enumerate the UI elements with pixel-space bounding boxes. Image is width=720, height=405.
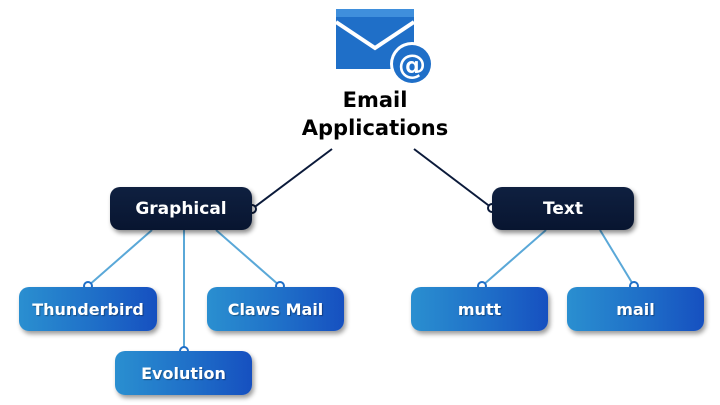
email-at-icon: @ — [334, 9, 434, 86]
leaf-mutt[interactable]: mutt — [411, 287, 548, 331]
root-title-line1: Email — [342, 88, 408, 112]
category-graphical[interactable]: Graphical — [110, 187, 252, 230]
connector-text-mutt — [481, 229, 547, 287]
svg-text:@: @ — [398, 48, 426, 81]
connector-graphical-claws — [215, 229, 281, 287]
root-title-line2: Applications — [301, 116, 449, 140]
connector-root-graphical — [251, 148, 333, 210]
leaf-evolution[interactable]: Evolution — [115, 351, 252, 395]
connector-graphical-thunderbird — [87, 229, 153, 287]
root-title: Email Applications — [270, 86, 480, 142]
connector-root-text — [413, 148, 493, 209]
leaf-thunderbird[interactable]: Thunderbird — [19, 287, 157, 331]
category-text[interactable]: Text — [492, 187, 634, 230]
leaf-mail[interactable]: mail — [567, 287, 704, 331]
leaf-claws-mail[interactable]: Claws Mail — [207, 287, 344, 331]
connector-text-mail — [599, 229, 635, 287]
